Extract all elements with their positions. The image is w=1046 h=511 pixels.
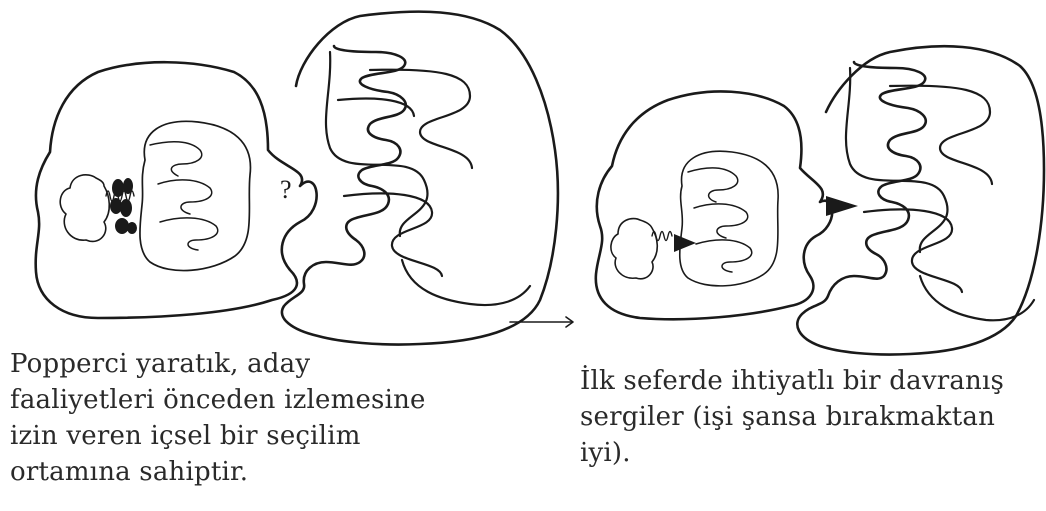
right-small-creature [611, 219, 657, 279]
left-environment-shape [282, 12, 558, 345]
left-creature: ? [36, 62, 317, 318]
left-inner-fingers [150, 142, 218, 250]
caption-right-line: iyi). [580, 435, 1040, 471]
right-large-triangle-arrow [826, 196, 858, 216]
left-small-creature [60, 175, 109, 242]
right-small-triangle-arrow [674, 234, 696, 252]
right-inner-fingers [688, 168, 752, 272]
question-mark-label: ? [280, 175, 292, 204]
caption-right: İlk seferde ihtiyatlı bir davranış sergi… [580, 363, 1040, 471]
transition-arrow [510, 317, 573, 327]
caption-left-line: faaliyetleri önceden izlemesine [10, 382, 510, 418]
left-environment [282, 12, 558, 345]
left-black-blob-cluster [110, 178, 137, 234]
caption-right-line: sergiler (işi şansa bırakmaktan [580, 399, 1040, 435]
left-creature-body [36, 62, 317, 318]
right-creature [596, 91, 858, 319]
caption-left-line: izin veren içsel bir seçilim [10, 418, 510, 454]
caption-left: Popperci yaratık, aday faaliyetleri önce… [10, 346, 510, 490]
left-environment-channels [326, 52, 530, 305]
right-environment-channels [846, 68, 1034, 320]
caption-left-line: Popperci yaratık, aday [10, 346, 510, 382]
caption-right-line: İlk seferde ihtiyatlı bir davranış [580, 363, 1040, 399]
caption-left-line: ortamına sahiptir. [10, 454, 510, 490]
